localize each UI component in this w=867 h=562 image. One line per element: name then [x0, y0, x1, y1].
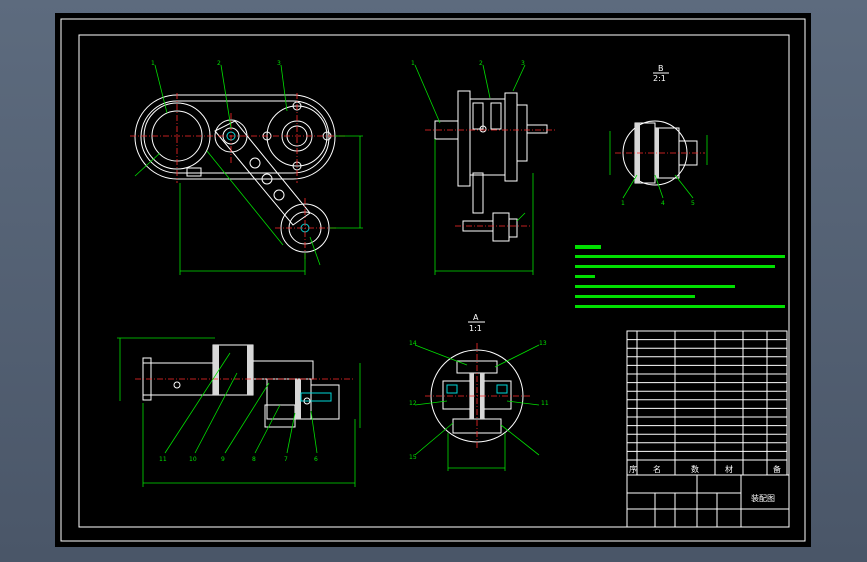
bom-header-note: 备	[773, 464, 781, 474]
side-view: 1 2 3	[411, 60, 555, 275]
bom-header-qty: 数	[691, 464, 699, 474]
label-11: 11	[541, 400, 549, 407]
title-block: 装配图	[626, 474, 790, 528]
bottom-view: 11 10 9 8 7 6	[117, 337, 361, 487]
label-1: 1	[411, 60, 415, 67]
top-view: 1 2 3	[130, 60, 363, 275]
label-13: 13	[539, 340, 547, 347]
label-11: 11	[159, 456, 167, 463]
assembly-drawing: 1 2 3 1	[60, 18, 806, 542]
label-2: 2	[217, 60, 221, 67]
label-1: 1	[621, 200, 625, 207]
detail-a-title: A	[473, 313, 479, 322]
detail-a: A 1:1 14 13 12 1	[409, 313, 549, 471]
parts-list: 序 名 数 材 备	[626, 330, 788, 476]
label-9: 9	[221, 456, 225, 463]
detail-b: B 2:1 1 4 5	[609, 64, 708, 207]
label-8: 8	[252, 456, 256, 463]
detail-b-scale: 2:1	[653, 74, 666, 83]
bom-header-name: 名	[653, 464, 661, 474]
label-12: 12	[409, 400, 417, 407]
label-1: 1	[151, 60, 155, 67]
drawing-title: 装配图	[751, 493, 775, 503]
label-10: 10	[189, 456, 197, 463]
label-4: 4	[661, 200, 665, 207]
label-6: 6	[314, 456, 318, 463]
label-3: 3	[277, 60, 281, 67]
drawing-sheet: 1 2 3 1	[55, 13, 811, 547]
label-15: 15	[409, 454, 417, 461]
detail-a-scale: 1:1	[469, 324, 482, 333]
outer-frame	[60, 18, 806, 542]
label-5: 5	[691, 200, 695, 207]
inner-frame	[78, 34, 790, 528]
bom-header-material: 材	[725, 464, 733, 474]
label-3: 3	[521, 60, 525, 67]
label-2: 2	[479, 60, 483, 67]
bom-header-no: 序	[629, 464, 637, 474]
technical-notes	[575, 245, 785, 308]
label-7: 7	[284, 456, 288, 463]
detail-b-title: B	[658, 64, 664, 73]
label-14: 14	[409, 340, 417, 347]
